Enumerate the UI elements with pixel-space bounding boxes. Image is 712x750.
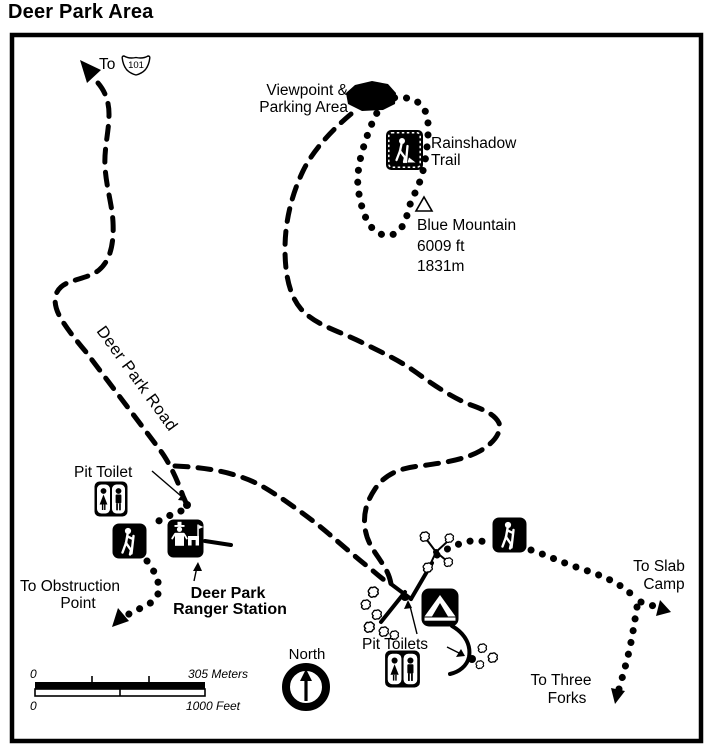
- road-east: [172, 463, 391, 586]
- tree-icon: [422, 562, 434, 574]
- slab-camp-trail: [433, 537, 493, 559]
- three-forks-label-line2: Forks: [548, 690, 587, 707]
- blue-mountain-elev-m: 1831m: [417, 258, 464, 275]
- tree-icon: [433, 549, 439, 555]
- tree-icon: [444, 533, 455, 544]
- ranger-station-label-line2: Ranger Station: [173, 601, 287, 618]
- leader-arrowhead: [178, 493, 186, 501]
- leader-arrowhead: [404, 600, 412, 609]
- peak-icon: [414, 195, 434, 212]
- pit-toilet-dot: [468, 655, 476, 663]
- slab-camp-label-line1: To Slab: [633, 558, 685, 575]
- pit-toilets-leader: [409, 605, 418, 635]
- rainshadow-trail-loop: [354, 94, 432, 239]
- obstruction-label-line2: Point: [60, 595, 96, 612]
- slab-camp-trail: [637, 598, 661, 611]
- tree-icon: [487, 652, 499, 664]
- obstruction-trail-arrowhead: [112, 608, 129, 627]
- pit-toilet-label: Pit Toilet: [74, 464, 133, 481]
- hiker-icon: [492, 517, 527, 553]
- ranger-station-label-line1: Deer Park: [191, 585, 266, 602]
- pit-toilet-leader: [151, 470, 182, 497]
- leader-arrowhead: [193, 562, 202, 571]
- road-to-101: [52, 80, 190, 508]
- slab-camp-label-line2: Camp: [643, 576, 684, 593]
- pit-toilets-leader: [446, 646, 460, 654]
- tree-icon: [378, 626, 390, 638]
- map-frame: [9, 32, 704, 744]
- north-arrow-icon: [282, 663, 330, 711]
- rainshadow-label-line2: Trail: [431, 152, 461, 169]
- leader-arrowhead: [456, 649, 465, 657]
- route-101-shield-icon: 101: [121, 55, 151, 76]
- trails: [122, 94, 661, 693]
- three-forks-trail: [615, 603, 641, 693]
- route-number: 101: [128, 60, 144, 71]
- scale-feet-zero: 0: [30, 699, 37, 713]
- blue-mountain-elev-ft: 6009 ft: [417, 238, 465, 255]
- pit-toilet-dot: [183, 501, 191, 509]
- trailhead-marker-icon: [386, 130, 423, 170]
- tree-icon: [367, 586, 379, 598]
- tree-icon: [371, 609, 383, 621]
- parking-area-icon: [346, 81, 396, 111]
- scale-meters-label: 305 Meters: [188, 667, 248, 681]
- tree-icon: [475, 660, 485, 670]
- restroom-icon: [94, 481, 128, 517]
- slab-camp-trail-arrowhead: [656, 600, 671, 616]
- page-title: Deer Park Area: [8, 1, 154, 23]
- tree-icon: [443, 557, 454, 568]
- to-101-label: To: [99, 56, 115, 73]
- three-forks-label-line1: To Three: [531, 672, 592, 689]
- road-101-arrowhead: [80, 60, 101, 83]
- scale-meters-zero: 0: [30, 667, 37, 681]
- hiker-icon: [112, 523, 147, 559]
- scale-feet-label: 1000 Feet: [186, 699, 241, 713]
- road-viewpoint: [282, 111, 503, 587]
- obstruction-trail: [145, 507, 185, 531]
- ranger-station-icon: [167, 519, 204, 558]
- pit-toilets-label: Pit Toilets: [362, 636, 428, 653]
- scale-bar: 0 305 Meters 0 1000 Feet: [30, 667, 248, 713]
- tree-icon: [477, 643, 488, 654]
- tree-icon: [360, 599, 372, 611]
- campground-icon: [421, 588, 459, 627]
- obstruction-label-line1: To Obstruction: [20, 578, 120, 595]
- blue-mountain-name: Blue Mountain: [417, 217, 516, 234]
- tree-clusters: [360, 531, 499, 670]
- pit-toilet-dot: [401, 593, 409, 601]
- restroom-icon: [385, 650, 420, 688]
- viewpoint-label-line2: Parking Area: [259, 99, 348, 116]
- tree-icon: [363, 621, 375, 633]
- slab-camp-trail: [527, 546, 641, 604]
- roads: [52, 80, 503, 587]
- viewpoint-label-line1: Viewpoint &: [266, 82, 348, 99]
- tree-icon: [419, 531, 431, 543]
- north-label: North: [289, 646, 326, 663]
- rainshadow-label-line1: Rainshadow: [431, 135, 517, 152]
- ranger-station-spur: [203, 539, 233, 547]
- three-forks-trail-arrowhead: [611, 688, 625, 704]
